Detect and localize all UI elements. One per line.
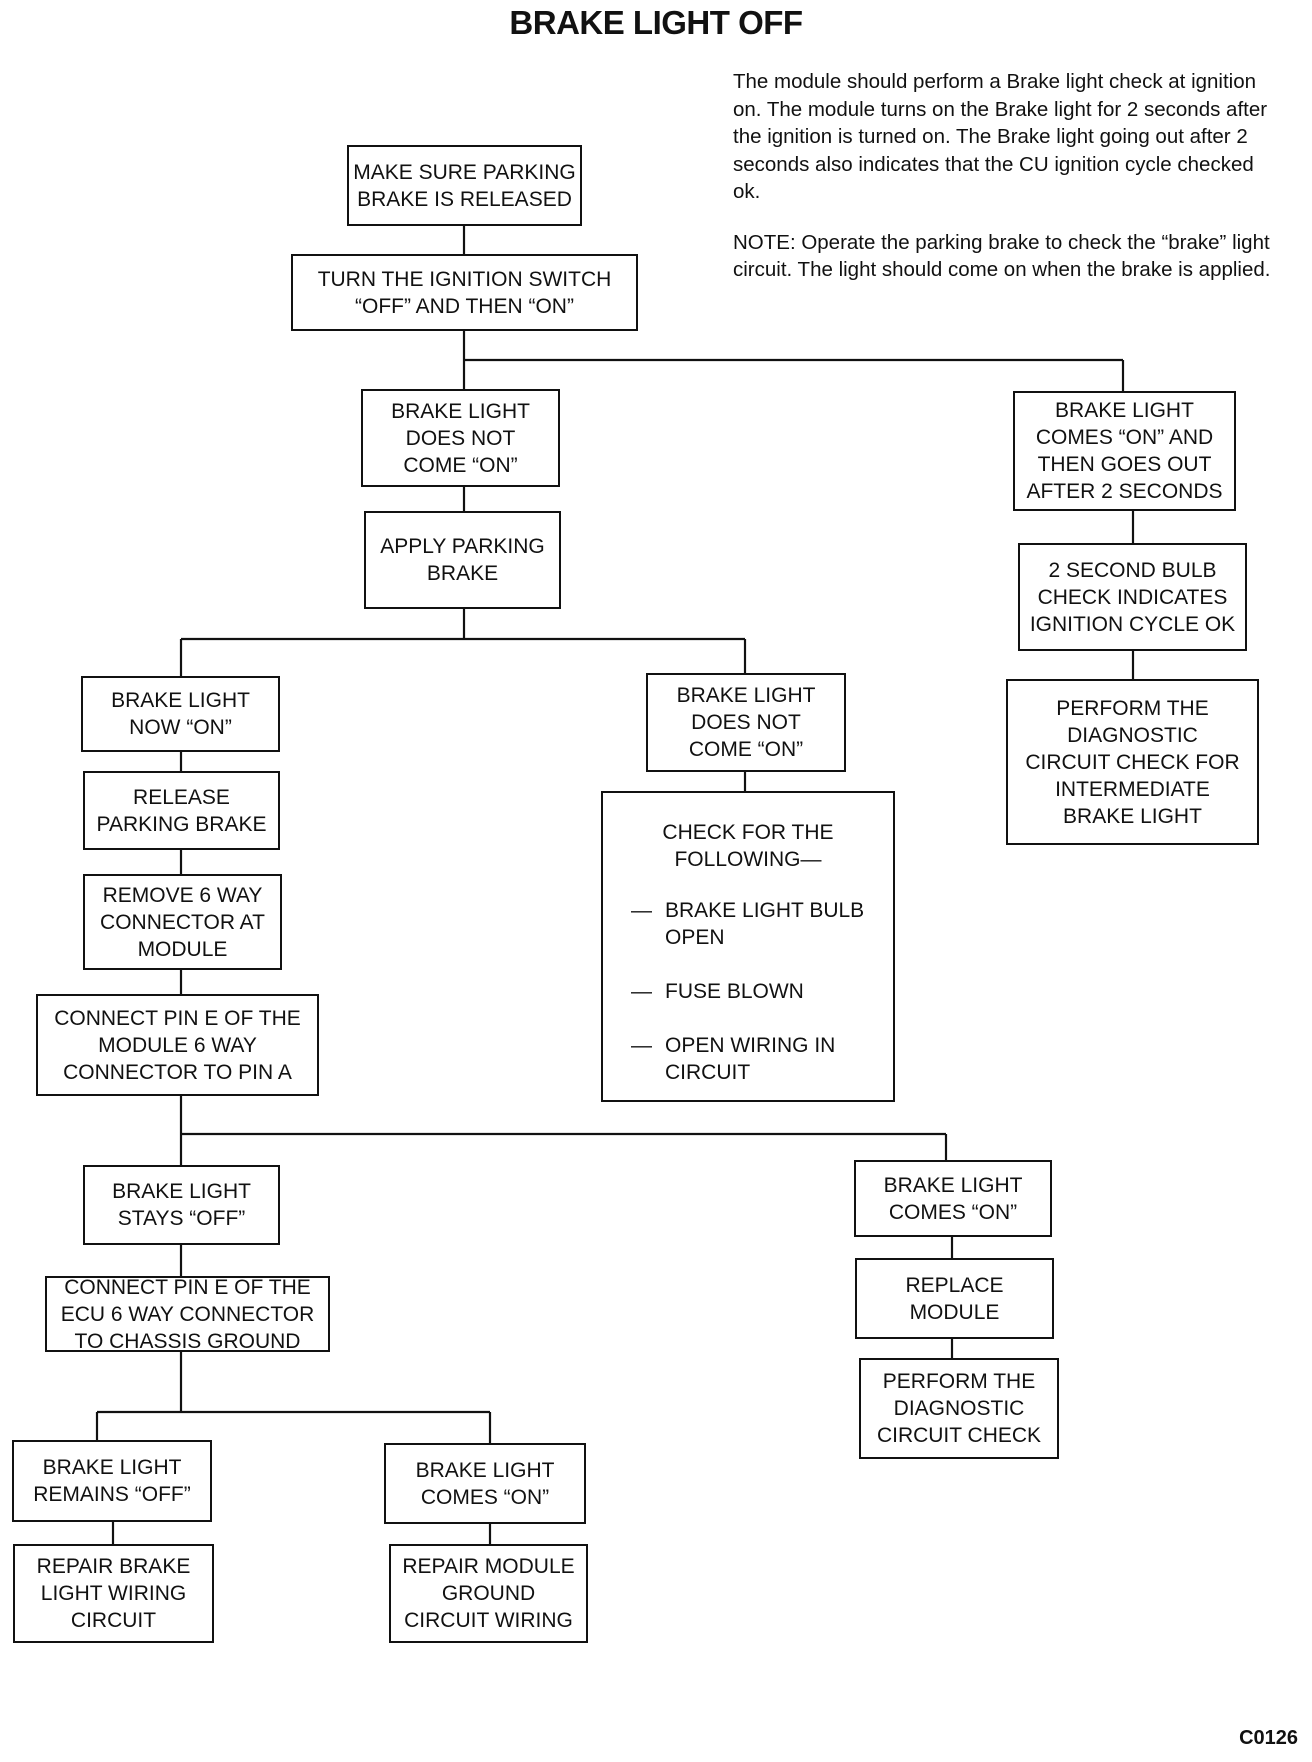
note-paragraph: NOTE: Operate the parking brake to check… xyxy=(733,230,1271,282)
figure-code: C0126 xyxy=(1239,1727,1298,1749)
apply-parking-brake-box: APPLY PARKING BRAKE xyxy=(364,511,561,609)
intro-text-block: The module should perform a Brake light … xyxy=(733,68,1281,284)
remove-6-way-connector-box: REMOVE 6 WAY CONNECTOR AT MODULE xyxy=(83,874,282,970)
connect-pin-e-to-pin-a-box: CONNECT PIN E OF THE MODULE 6 WAY CONNEC… xyxy=(36,994,319,1096)
turn-ignition-switch-box: TURN THE IGNITION SWITCH “OFF” AND THEN … xyxy=(291,254,638,331)
connect-pin-e-to-chassis-ground-box: CONNECT PIN E OF THE ECU 6 WAY CONNECTOR… xyxy=(45,1276,330,1353)
check-for-following-box: CHECK FOR THE FOLLOWING— BRAKE LIGHT BUL… xyxy=(601,791,895,1102)
perform-intermediate-circuit-check-box: PERFORM THE DIAGNOSTIC CIRCUIT CHECK FOR… xyxy=(1006,679,1259,845)
replace-module-box: REPLACE MODULE xyxy=(855,1258,1054,1339)
repair-module-ground-wiring-box: REPAIR MODULE GROUND CIRCUIT WIRING xyxy=(389,1544,588,1643)
checklist-item: BRAKE LIGHT BULB OPEN xyxy=(631,897,883,951)
bulb-check-ignition-ok-box: 2 SECOND BULB CHECK INDICATES IGNITION C… xyxy=(1018,543,1247,651)
perform-diagnostic-circuit-check-box: PERFORM THE DIAGNOSTIC CIRCUIT CHECK xyxy=(859,1358,1059,1459)
brake-light-does-not-come-on-box: BRAKE LIGHT DOES NOT COME “ON” xyxy=(361,389,560,487)
release-parking-brake-box: RELEASE PARKING BRAKE xyxy=(83,771,280,850)
brake-light-now-on-box: BRAKE LIGHT NOW “ON” xyxy=(81,676,280,752)
page-title: BRAKE LIGHT OFF xyxy=(509,4,803,41)
brake-light-comes-on-ground-box: BRAKE LIGHT COMES “ON” xyxy=(384,1443,586,1524)
intro-paragraph: The module should perform a Brake light … xyxy=(733,70,1268,203)
brake-light-comes-on-then-out-box: BRAKE LIGHT COMES “ON” AND THEN GOES OUT… xyxy=(1013,391,1236,511)
brake-light-stays-off-box: BRAKE LIGHT STAYS “OFF” xyxy=(83,1165,280,1245)
checklist-heading: CHECK FOR THE FOLLOWING— xyxy=(662,821,834,871)
repair-brake-light-wiring-box: REPAIR BRAKE LIGHT WIRING CIRCUIT xyxy=(13,1544,214,1643)
checklist-item: FUSE BLOWN xyxy=(631,978,883,1005)
checklist-item: OPEN WIRING IN CIRCUIT xyxy=(631,1032,883,1086)
make-sure-parking-brake-released-box: MAKE SURE PARKING BRAKE IS RELEASED xyxy=(347,145,582,226)
brake-light-does-not-come-on-box-2: BRAKE LIGHT DOES NOT COME “ON” xyxy=(646,673,846,772)
brake-light-remains-off-box: BRAKE LIGHT REMAINS “OFF” xyxy=(12,1440,212,1522)
brake-light-comes-on-module-box: BRAKE LIGHT COMES “ON” xyxy=(854,1160,1052,1237)
